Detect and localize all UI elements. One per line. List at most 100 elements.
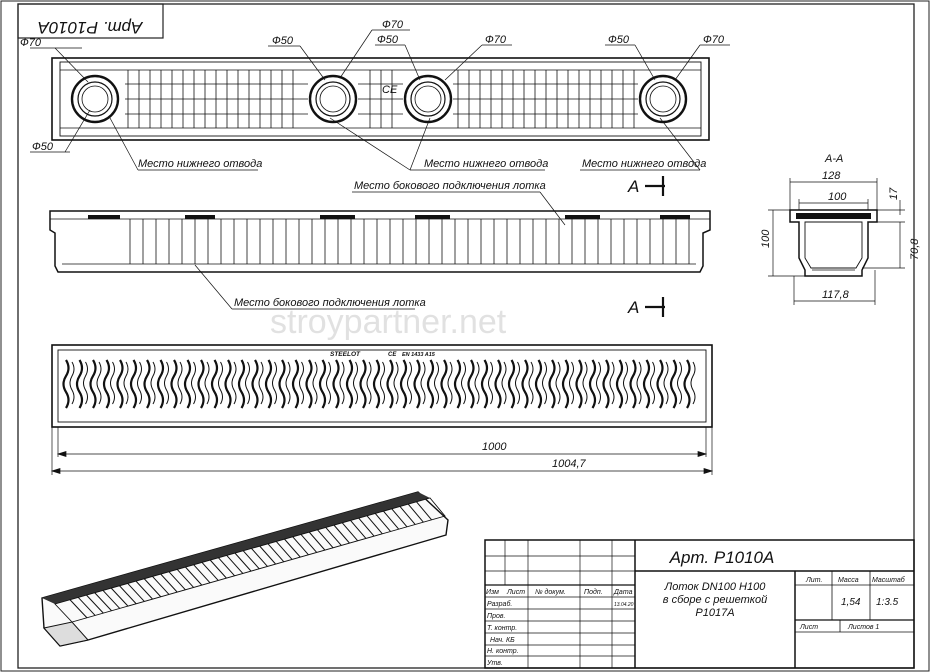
grate-slot-edge xyxy=(528,361,534,405)
grate-slot-edge xyxy=(299,361,304,405)
dim-section-128: 128 xyxy=(822,170,841,182)
grate-slot-edge xyxy=(137,361,142,405)
grate-slot-edge xyxy=(555,361,561,405)
grate-slot xyxy=(372,359,381,409)
outlet-ring-d70 xyxy=(70,74,120,124)
iso-rib xyxy=(102,590,121,609)
diameter-callouts xyxy=(30,29,730,153)
dim-d70-left: Ф70 xyxy=(20,37,42,49)
grate-slot xyxy=(318,359,327,409)
grate-slot-edge xyxy=(623,361,628,405)
grate-slot-edge xyxy=(434,361,439,405)
grate-slot-edge xyxy=(191,361,196,405)
grate-slot-edge xyxy=(393,361,399,405)
side-slot xyxy=(185,215,215,219)
iso-rib xyxy=(77,597,96,616)
grate-slot-edge xyxy=(177,361,183,405)
iso-rib xyxy=(317,529,334,549)
grate-slot-edge xyxy=(582,361,588,405)
side-connection-label-top: Место бокового подключения лотка xyxy=(354,180,546,192)
grate-slot-edge xyxy=(204,361,210,405)
iso-rib xyxy=(267,543,285,563)
side-slot xyxy=(565,215,600,219)
side-slot xyxy=(320,215,355,219)
grate-slot-edge xyxy=(609,361,615,405)
grate-slot xyxy=(575,359,583,409)
tb-name-3: Р1017А xyxy=(695,607,734,619)
dim-section-100: 100 xyxy=(828,191,847,203)
grate-slot-edge xyxy=(677,361,682,405)
grate-slot-edge xyxy=(272,361,277,405)
iso-rib xyxy=(160,573,178,593)
dim-section-117: 117,8 xyxy=(822,289,850,301)
grate-slot-edge xyxy=(407,361,412,405)
iso-rib xyxy=(350,520,367,539)
grate-slot xyxy=(480,359,489,409)
iso-rib xyxy=(152,576,170,595)
iso-rib xyxy=(333,524,350,544)
center-ce-mark: CE xyxy=(382,84,398,96)
iso-rib xyxy=(358,517,375,537)
tb-name-2: в сборе с решеткой xyxy=(663,594,767,606)
outlet-circles xyxy=(70,71,688,127)
grate-slot-edge xyxy=(461,361,466,405)
grate-slot xyxy=(210,359,219,409)
grate-slot xyxy=(116,359,124,409)
outlet-ring-d50 xyxy=(315,81,351,117)
dim-d70-2: Ф70 xyxy=(382,19,404,31)
tb-col-list: Лист xyxy=(506,589,525,596)
iso-rib xyxy=(399,506,416,525)
grate-slot xyxy=(399,359,408,409)
grate-slot-edge xyxy=(515,361,520,405)
grate-slot xyxy=(75,359,84,409)
grate-slot-edge xyxy=(353,361,358,405)
grate-slot-edge xyxy=(258,361,264,405)
side-slot xyxy=(88,215,120,219)
side-connection-label-bottom: Место бокового подключения лотка xyxy=(234,297,426,309)
grate-slot xyxy=(143,359,151,409)
dim-section-height: 100 xyxy=(760,229,772,248)
grate-slot-edge xyxy=(474,361,480,405)
grate-slot xyxy=(264,359,273,409)
grate-slot-edge xyxy=(488,361,493,405)
dim-length-1004: 1004,7 xyxy=(552,458,587,470)
dim-section-17: 17 xyxy=(888,187,900,200)
grate-slot xyxy=(251,359,259,409)
grate-slot xyxy=(156,359,165,409)
grate-slot xyxy=(332,359,340,409)
isometric-view xyxy=(41,491,449,647)
iso-rib xyxy=(143,578,162,598)
outlet-inner xyxy=(81,85,109,113)
grate-norm: EN 1433 A15 xyxy=(402,352,436,358)
grate-slot-edge xyxy=(569,361,574,405)
grate-ce: CE xyxy=(388,352,397,358)
side-slot xyxy=(415,215,450,219)
grate-slot-edge xyxy=(96,361,102,405)
grate-slot xyxy=(183,359,192,409)
side-view-ribs xyxy=(129,219,690,264)
iso-rib xyxy=(259,545,277,565)
tb-row-prov: Пров. xyxy=(487,613,506,620)
grate-slot xyxy=(305,359,313,409)
iso-rib xyxy=(168,571,186,591)
bottom-outlet-label-2: Место нижнего отвода xyxy=(424,158,548,170)
grate-slot xyxy=(534,359,543,409)
iso-rib xyxy=(86,594,104,614)
grate-slot-edge xyxy=(650,361,655,405)
grate-slot xyxy=(89,359,97,409)
grate-slot xyxy=(237,359,246,409)
grate-slot xyxy=(453,359,462,409)
grate-slot-edge xyxy=(366,361,372,405)
outlet-ring-d50 xyxy=(410,81,446,117)
grate-slot-edge xyxy=(83,361,88,405)
tb-col-doc: № докум. xyxy=(535,588,566,596)
dim-d50-3: Ф50 xyxy=(377,34,399,46)
tb-col-izm: Изм xyxy=(486,589,499,596)
outlet-ring-d70 xyxy=(403,74,453,124)
iso-rib xyxy=(341,522,359,542)
iso-rib xyxy=(308,531,326,551)
grate-slot-edge xyxy=(501,361,507,405)
grate-slot xyxy=(588,359,597,409)
iso-rib xyxy=(69,599,88,619)
